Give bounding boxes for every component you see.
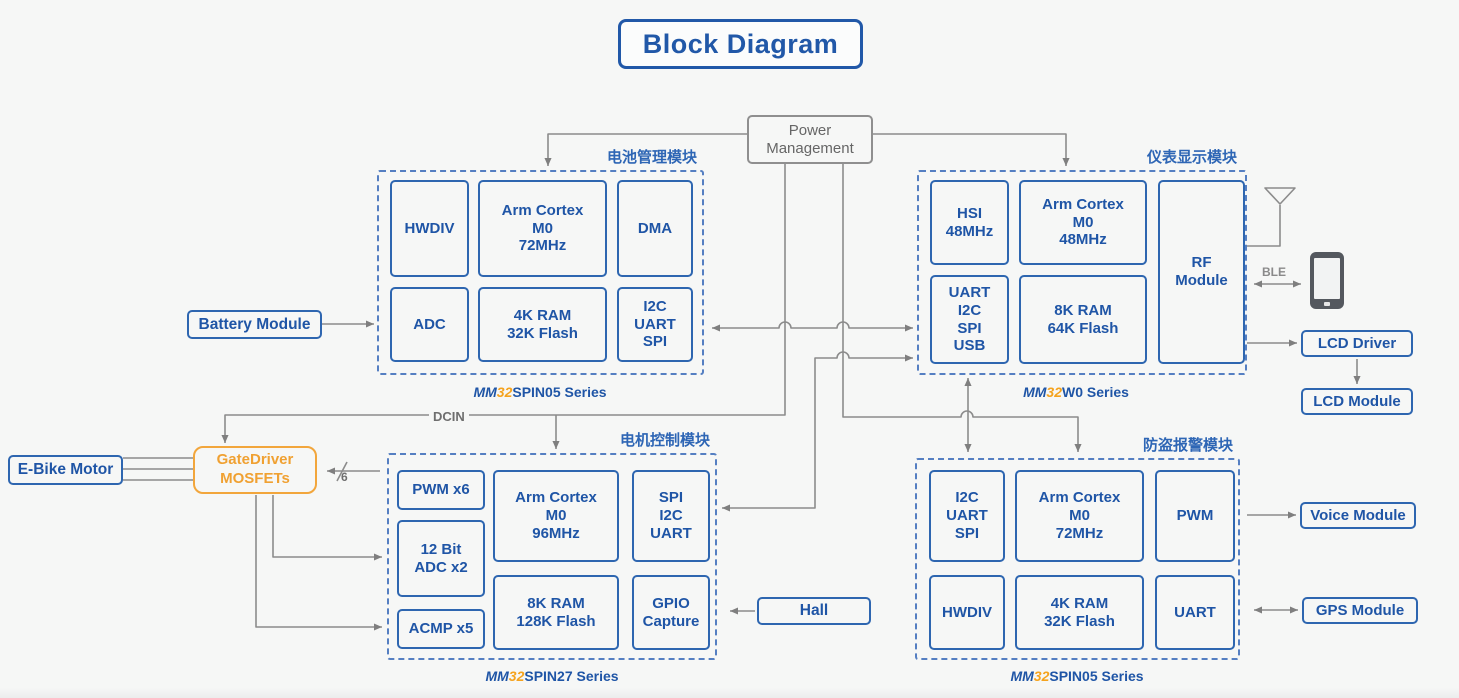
motor-adc-block: 12 Bit ADC x2: [397, 520, 485, 597]
lcd-module-box: LCD Module: [1301, 388, 1413, 415]
alarm-module-title-zh: 防盗报警模块: [1142, 437, 1233, 454]
wire-battery-display-bus: [712, 321, 913, 332]
wire-gatedriver-to-adc: [272, 495, 382, 561]
motor-module-title-zh: 电机控制模块: [619, 432, 710, 449]
motor-acmp-block: ACMP x5: [397, 609, 485, 649]
antenna-icon: [1264, 187, 1296, 205]
dcin-label: DCIN: [429, 409, 469, 424]
bottom-shade: [0, 688, 1459, 698]
voice-module-box: Voice Module: [1300, 502, 1416, 529]
battery-comm-block: I2C UART SPI: [617, 287, 693, 362]
ble-label: BLE: [1262, 265, 1286, 279]
diagram-title-box: Block Diagram: [618, 19, 863, 69]
wire-rf-to-antenna: [1247, 205, 1281, 247]
battery-memory-block: 4K RAM 32K Flash: [478, 287, 607, 362]
diagram-title: Block Diagram: [642, 28, 839, 59]
alarm-series-label: MM32SPIN05 Series: [1010, 668, 1144, 684]
motor-pwm-block: PWM x6: [397, 470, 485, 510]
hall-box: Hall: [757, 597, 871, 625]
battery-module-box: Battery Module: [187, 310, 322, 339]
alarm-pwm-block: PWM: [1155, 470, 1235, 562]
display-module-title-zh: 仪表显示模块: [1146, 149, 1237, 166]
motor-comm-block: SPI I2C UART: [632, 470, 710, 562]
wire-dcin-to-gatedriver: [221, 164, 786, 443]
battery-adc-block: ADC: [390, 287, 469, 362]
wire-power-to-battery-module: [544, 133, 747, 166]
display-cpu-block: Arm Cortex M0 48MHz: [1019, 180, 1147, 265]
battery-hwdiv-block: HWDIV: [390, 180, 469, 277]
instrument-display-module: HSI 48MHz Arm Cortex M0 48MHz RF Module …: [917, 170, 1247, 375]
alarm-comm-block: I2C UART SPI: [929, 470, 1005, 562]
motor-control-module: PWM x6 12 Bit ADC x2 ACMP x5 Arm Cortex …: [387, 453, 717, 660]
smartphone-home-dot: [1324, 302, 1330, 306]
motor-series-label: MM32SPIN27 Series: [485, 668, 619, 684]
power-management-box: Power Management: [747, 115, 873, 164]
gatedriver-mosfets-box: GateDriver MOSFETs: [193, 446, 317, 494]
motor-cpu-block: Arm Cortex M0 96MHz: [493, 470, 619, 562]
anti-theft-alarm-module: I2C UART SPI Arm Cortex M0 72MHz PWM HWD…: [915, 458, 1240, 660]
wire-motor-display-bus: [722, 351, 913, 512]
smartphone-icon: [1310, 252, 1344, 309]
battery-dma-block: DMA: [617, 180, 693, 277]
battery-series-label: MM32SPIN05 Series: [473, 384, 607, 400]
smartphone-screen: [1314, 258, 1340, 299]
battery-cpu-block: Arm Cortex M0 72MHz: [478, 180, 607, 277]
motor-gpio-block: GPIO Capture: [632, 575, 710, 650]
lcd-driver-box: LCD Driver: [1301, 330, 1413, 357]
gps-module-box: GPS Module: [1302, 597, 1418, 624]
alarm-uart-block: UART: [1155, 575, 1235, 650]
ebike-motor-box: E-Bike Motor: [8, 455, 123, 485]
bus-width-slash: [336, 461, 348, 482]
display-comm-block: UART I2C SPI USB: [930, 275, 1009, 364]
display-memory-block: 8K RAM 64K Flash: [1019, 275, 1147, 364]
display-hsi-block: HSI 48MHz: [930, 180, 1009, 265]
wire-power-to-display-module: [873, 133, 1070, 166]
alarm-hwdiv-block: HWDIV: [929, 575, 1005, 650]
alarm-cpu-block: Arm Cortex M0 72MHz: [1015, 470, 1144, 562]
display-rf-block: RF Module: [1158, 180, 1245, 364]
wire-gatedriver-to-acmp: [255, 495, 382, 631]
motor-memory-block: 8K RAM 128K Flash: [493, 575, 619, 650]
battery-module-title-zh: 电池管理模块: [606, 149, 697, 166]
alarm-memory-block: 4K RAM 32K Flash: [1015, 575, 1144, 650]
display-series-label: MM32W0 Series: [1023, 384, 1129, 400]
phase-count-label: 6: [341, 470, 348, 484]
battery-management-module: HWDIV Arm Cortex M0 72MHz DMA ADC 4K RAM…: [377, 170, 704, 375]
